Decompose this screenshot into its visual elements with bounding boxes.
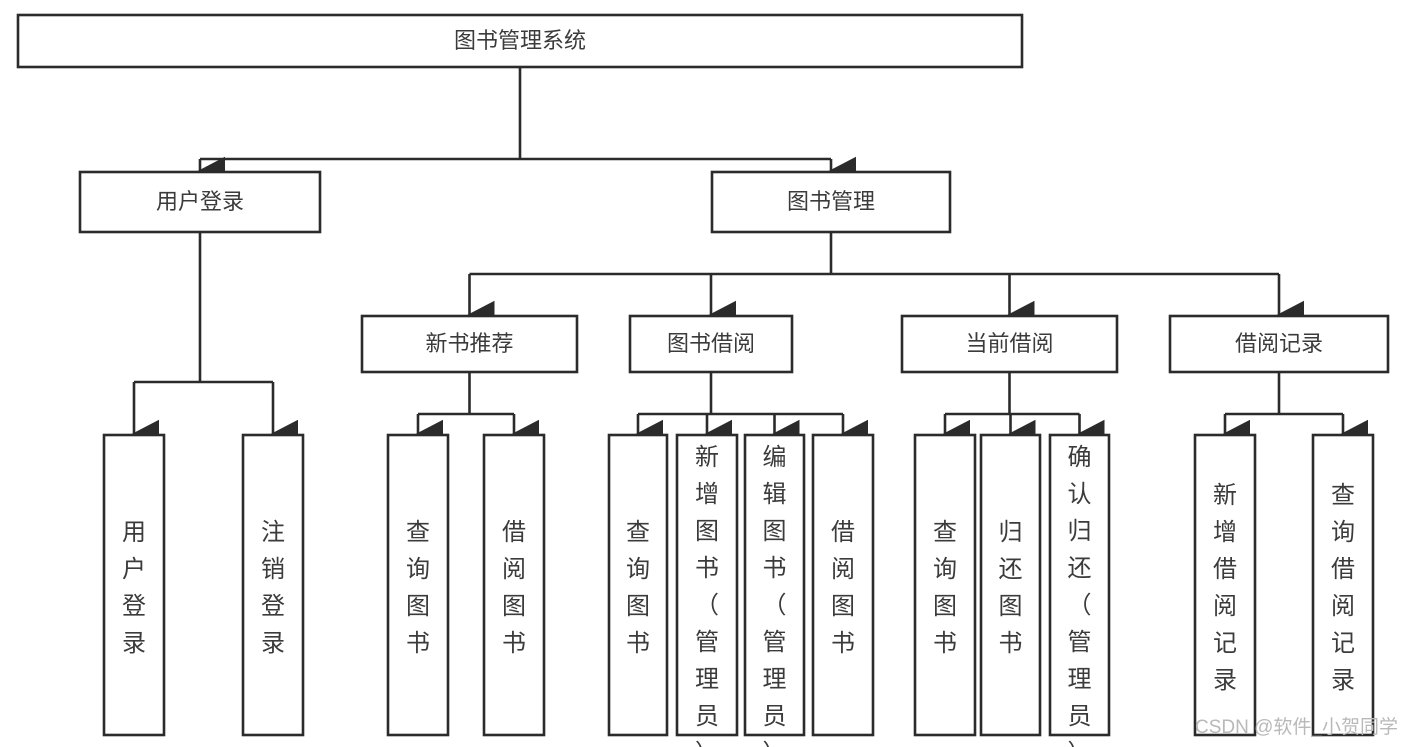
- node-borrow-record-label: 借阅记录: [1235, 331, 1323, 356]
- node-user-login[interactable]: 用户登录: [78, 170, 322, 234]
- node-book-borrow-label: 图书借阅: [667, 331, 755, 356]
- node-book-manage-label: 图书管理: [787, 189, 875, 214]
- node-borrow-record-box[interactable]: [1168, 314, 1390, 374]
- node-leaf-borrow-book-1-label: 借阅图书: [502, 519, 526, 657]
- node-new-book-recommend-box[interactable]: [360, 314, 579, 374]
- node-book-borrow-box[interactable]: [628, 314, 794, 374]
- node-leaf-query-book-3-box[interactable]: [913, 433, 977, 737]
- node-root-system-box[interactable]: [16, 13, 1024, 69]
- node-book-manage-box[interactable]: [710, 170, 952, 234]
- node-leaf-return-book-box[interactable]: [979, 433, 1042, 737]
- node-leaf-add-book-label: 新增图书（管理员）: [695, 444, 719, 747]
- node-new-book-recommend-label: 新书推荐: [425, 331, 513, 356]
- node-leaf-add-book-box[interactable]: [675, 433, 739, 737]
- node-leaf-user-logout-box[interactable]: [241, 433, 305, 737]
- node-leaf-confirm-return[interactable]: 确认归还（管理员）: [1048, 433, 1111, 747]
- node-leaf-user-logout[interactable]: 注销登录: [241, 433, 305, 737]
- node-leaf-borrow-book-1[interactable]: 借阅图书: [482, 433, 546, 737]
- connector-book-manage-to-level3: [467, 232, 1305, 330]
- node-leaf-query-book-1-label: 查询图书: [406, 519, 430, 657]
- node-leaf-borrow-book-2[interactable]: 借阅图书: [811, 433, 875, 737]
- node-leaf-return-book[interactable]: 归还图书: [979, 433, 1042, 737]
- node-book-borrow[interactable]: 图书借阅: [628, 314, 794, 374]
- node-leaf-borrow-book-2-label: 借阅图书: [831, 519, 855, 657]
- connector-current-borrow-to-leaves: [942, 372, 1105, 449]
- node-leaf-add-record-label: 新增借阅记录: [1213, 482, 1237, 694]
- node-current-borrow[interactable]: 当前借阅: [900, 314, 1119, 374]
- node-leaf-query-book-1-box[interactable]: [386, 433, 450, 737]
- node-leaf-query-book-2[interactable]: 查询图书: [607, 433, 669, 737]
- node-leaf-user-login[interactable]: 用户登录: [102, 433, 166, 737]
- node-leaf-query-book-2-label: 查询图书: [626, 519, 650, 657]
- node-user-login-label: 用户登录: [156, 189, 244, 214]
- node-leaf-user-logout-label: 注销登录: [261, 519, 285, 657]
- node-leaf-edit-book[interactable]: 编辑图书（管理员）: [743, 433, 806, 747]
- node-current-borrow-box[interactable]: [900, 314, 1119, 374]
- node-leaf-return-book-label: 归还图书: [999, 519, 1023, 657]
- node-leaf-query-record[interactable]: 查询借阅记录: [1311, 433, 1375, 737]
- node-layer: 图书管理系统用户登录图书管理新书推荐图书借阅当前借阅借阅记录用户登录注销登录查询…: [16, 13, 1390, 747]
- connector-borrow-record-to-leaves: [1222, 372, 1369, 449]
- node-leaf-user-login-box[interactable]: [102, 433, 166, 737]
- node-leaf-user-login-label: 用户登录: [122, 519, 146, 657]
- node-root-system[interactable]: 图书管理系统: [16, 13, 1024, 69]
- connector-user-login-to-leaves: [131, 232, 299, 449]
- node-leaf-add-record[interactable]: 新增借阅记录: [1193, 433, 1257, 737]
- node-leaf-query-book-3[interactable]: 查询图书: [913, 433, 977, 737]
- connector-root-to-level2: [197, 67, 857, 186]
- node-leaf-query-book-2-box[interactable]: [607, 433, 669, 737]
- connector-new-book-recommend-to-leaves: [415, 372, 540, 449]
- node-leaf-confirm-return-box[interactable]: [1048, 433, 1111, 737]
- node-leaf-borrow-book-1-box[interactable]: [482, 433, 546, 737]
- node-root-system-label: 图书管理系统: [454, 28, 586, 53]
- node-leaf-add-book[interactable]: 新增图书（管理员）: [675, 433, 739, 747]
- connector-layer: [131, 67, 1369, 449]
- node-borrow-record[interactable]: 借阅记录: [1168, 314, 1390, 374]
- node-user-login-box[interactable]: [78, 170, 322, 234]
- node-book-manage[interactable]: 图书管理: [710, 170, 952, 234]
- csdn-watermark: CSDN @软件_小贺同学: [1195, 716, 1398, 738]
- connector-book-borrow-to-leaves: [635, 372, 869, 449]
- node-leaf-borrow-book-2-box[interactable]: [811, 433, 875, 737]
- node-leaf-query-book-3-label: 查询图书: [933, 519, 957, 657]
- node-current-borrow-label: 当前借阅: [965, 331, 1053, 356]
- node-leaf-add-record-box[interactable]: [1193, 433, 1257, 737]
- node-leaf-confirm-return-label: 确认归还（管理员）: [1068, 444, 1092, 747]
- node-new-book-recommend[interactable]: 新书推荐: [360, 314, 579, 374]
- node-leaf-query-record-box[interactable]: [1311, 433, 1375, 737]
- node-leaf-edit-book-box[interactable]: [743, 433, 806, 737]
- node-leaf-query-record-label: 查询借阅记录: [1331, 482, 1355, 694]
- node-leaf-edit-book-label: 编辑图书（管理员）: [763, 444, 787, 747]
- node-leaf-query-book-1[interactable]: 查询图书: [386, 433, 450, 737]
